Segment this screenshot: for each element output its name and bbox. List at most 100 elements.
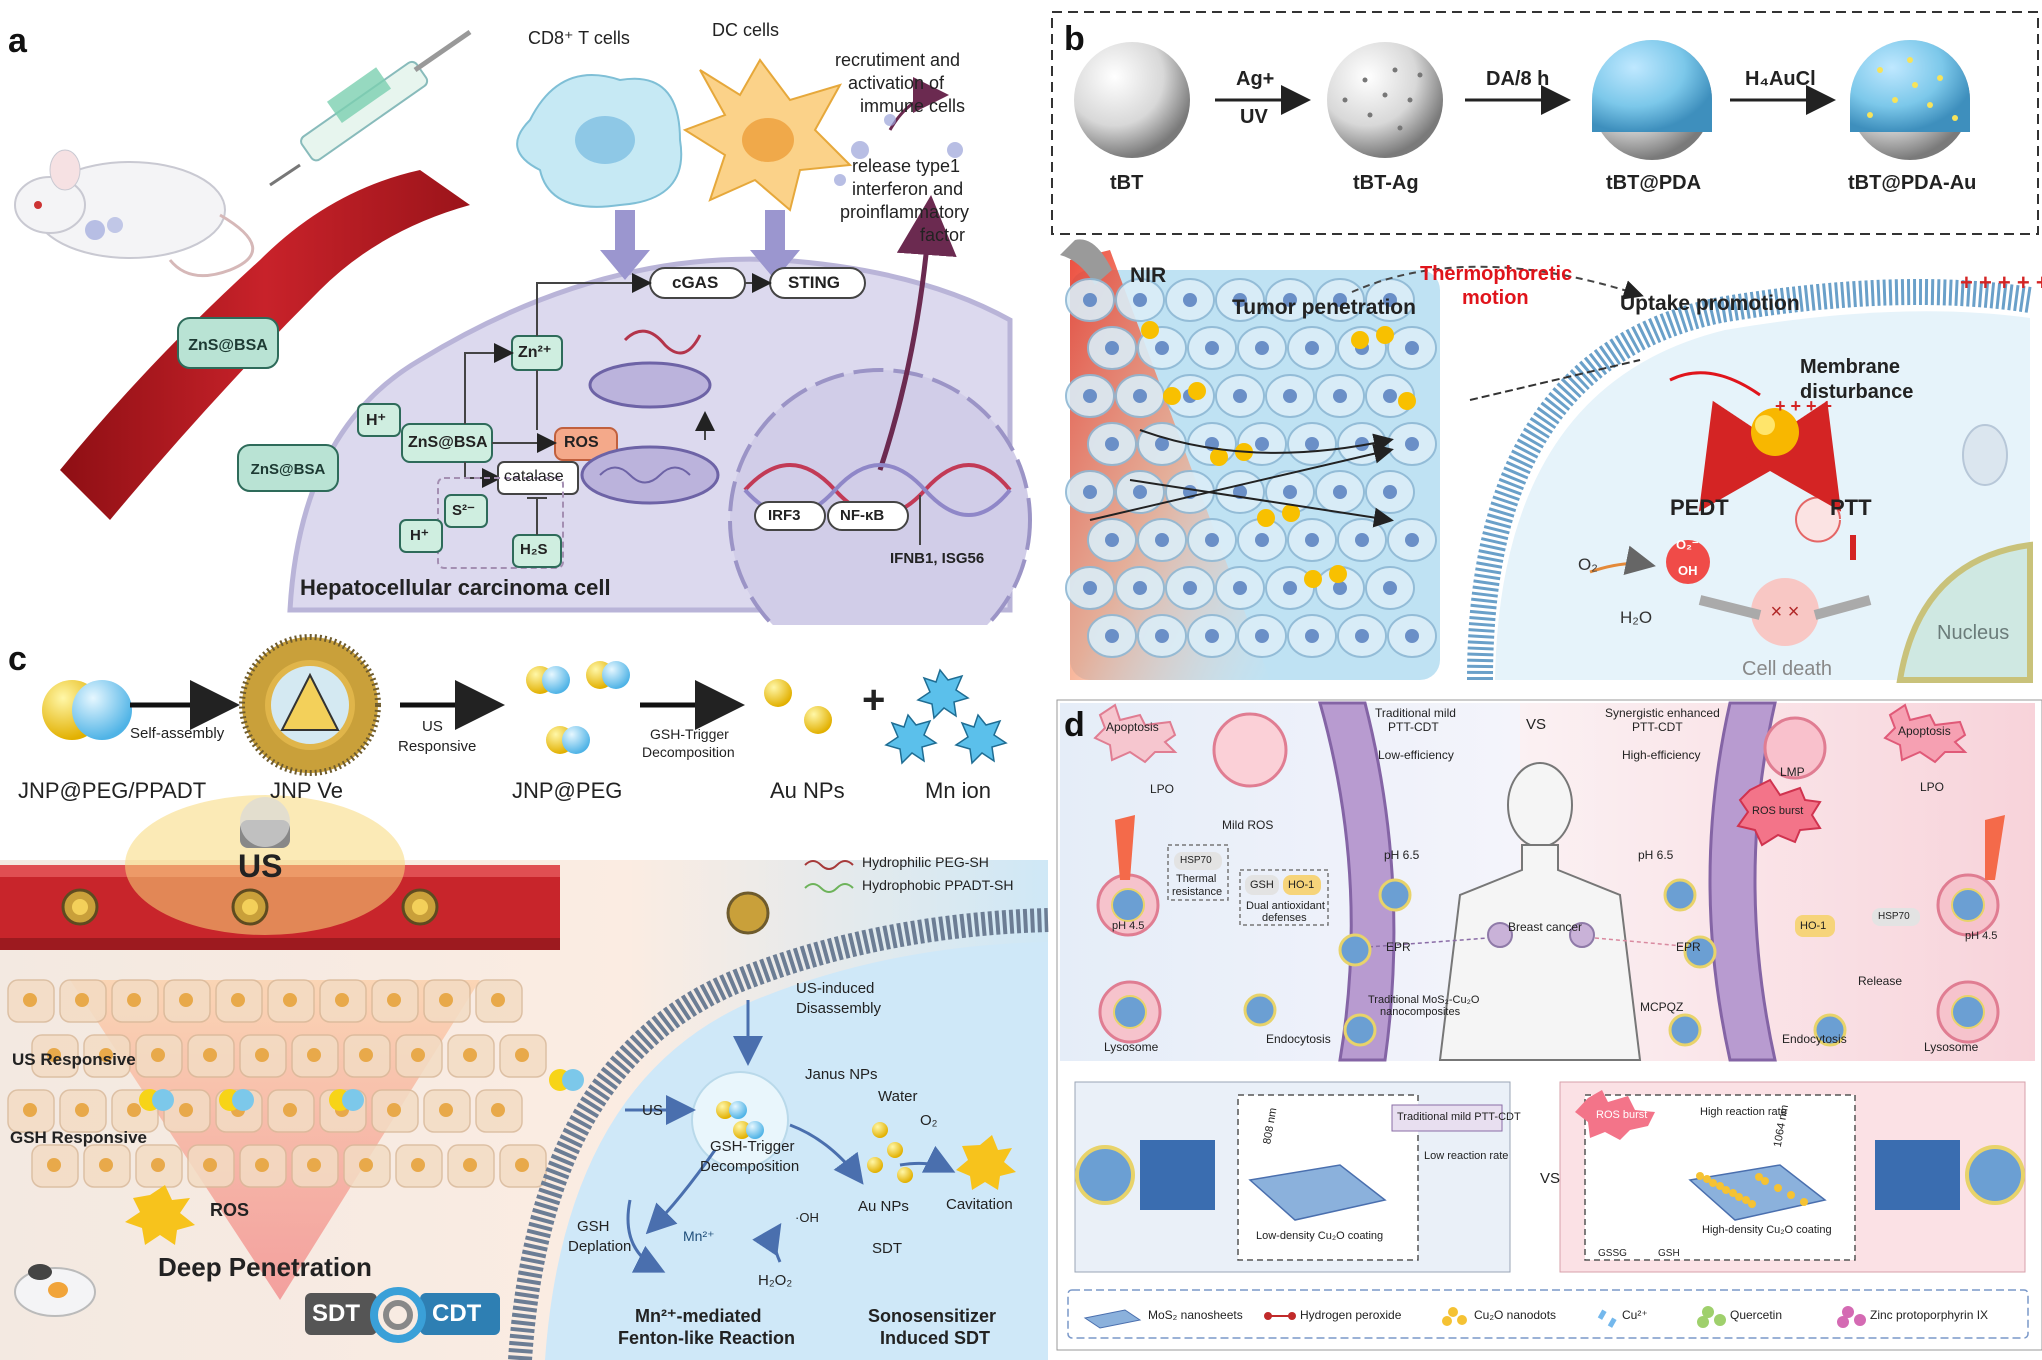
legend-cu-icon bbox=[1597, 1309, 1617, 1328]
mitochondrion bbox=[580, 445, 720, 505]
uptake-label: Uptake promotion bbox=[1620, 292, 1800, 315]
cell-death-label: Cell death bbox=[1742, 658, 1833, 680]
trad-label-box bbox=[1391, 1104, 1503, 1132]
tumor-cell-nucleus bbox=[1255, 533, 1269, 547]
ros-label-c: ROS bbox=[210, 1200, 250, 1220]
tumor-cell-nucleus bbox=[1283, 485, 1297, 499]
svg-text:× ×: × × bbox=[1771, 601, 1800, 623]
fenton-line-2: Fenton-like Reaction bbox=[618, 1328, 796, 1348]
vessel-jnp-core bbox=[242, 899, 258, 915]
tumor-cell-nucleus bbox=[1255, 437, 1269, 451]
tumor-cell-nucleus bbox=[1133, 581, 1147, 595]
vessel-jnp-core bbox=[412, 899, 428, 915]
cu2o-dot bbox=[1742, 1196, 1750, 1204]
legend-quercetin-icon bbox=[1697, 1306, 1726, 1328]
tumor-cell-nucleus bbox=[1083, 389, 1097, 403]
tumor-cell-nucleus bbox=[1255, 629, 1269, 643]
recruit-line-2: activation of bbox=[848, 73, 945, 93]
tumor-cell-nucleus bbox=[1105, 341, 1119, 355]
tumor-cell-nucleus bbox=[1333, 581, 1347, 595]
gsh-trigger-top-1: GSH-Trigger bbox=[650, 726, 729, 742]
jnp-peg-particles bbox=[526, 661, 630, 754]
tumor-cell-nucleus bbox=[1305, 341, 1319, 355]
d-low-rate: Low reaction rate bbox=[1424, 1150, 1509, 1162]
gsh-decomp-1: GSH-Trigger bbox=[710, 1138, 795, 1155]
tumor-cell-nucleus bbox=[1183, 581, 1197, 595]
o2-rad-label: O₂⁻ bbox=[1676, 537, 1699, 552]
tumor-cell-nucleus bbox=[1233, 293, 1247, 307]
cell-title-a: Hepatocellular carcinoma cell bbox=[300, 575, 611, 600]
d-mcpqz: MCPQZ bbox=[1640, 1000, 1684, 1014]
tissue-cell-nucleus bbox=[99, 1158, 113, 1172]
tumor-cell-nucleus bbox=[1183, 293, 1197, 307]
tissue-cell-nucleus bbox=[99, 1048, 113, 1062]
step1-top: Ag+ bbox=[1236, 68, 1275, 90]
us-label-inner: US bbox=[642, 1102, 663, 1119]
d-endocytosis-right: Endocytosis bbox=[1782, 1032, 1847, 1046]
tumor-cell-nucleus bbox=[1405, 533, 1419, 547]
tissue-cell-nucleus bbox=[23, 1103, 37, 1117]
nanoparticle-core bbox=[1951, 995, 1985, 1029]
d-epr-right: EPR bbox=[1676, 940, 1701, 954]
d-ho1-left: HO-1 bbox=[1288, 879, 1315, 891]
tumor-cell-nucleus bbox=[1083, 581, 1097, 595]
d-legend-cu2o: Cu₂O nanodots bbox=[1474, 1308, 1557, 1322]
nanoparticle-d bbox=[1663, 878, 1697, 912]
s2-label: S²⁻ bbox=[452, 502, 475, 519]
tumor-cell-nucleus bbox=[1083, 293, 1097, 307]
gsh-depletion-2: Deplation bbox=[568, 1238, 632, 1255]
tumor-cell-nucleus bbox=[1155, 341, 1169, 355]
tumor-cell-nucleus bbox=[1405, 341, 1419, 355]
tissue-cell-nucleus bbox=[515, 1158, 529, 1172]
water-label: Water bbox=[878, 1088, 918, 1105]
cell-interior-c bbox=[545, 942, 1048, 1360]
ros-label-a: ROS bbox=[564, 434, 599, 451]
zns-bsa-particle-membrane: ZnS@BSA bbox=[237, 444, 339, 492]
membrane-line-1: Membrane bbox=[1800, 356, 1901, 378]
thermal-resistance-box bbox=[1167, 844, 1229, 901]
tissue-cell-nucleus bbox=[47, 1048, 61, 1062]
h-plus-label-2: H⁺ bbox=[410, 527, 429, 544]
membrane-line-2: disturbance bbox=[1800, 381, 1914, 403]
tumor-cell-nucleus bbox=[1233, 389, 1247, 403]
arrow-to-cgas-1 bbox=[600, 210, 650, 280]
np-left-lower bbox=[1075, 1145, 1135, 1205]
tumor-cell-nucleus bbox=[1333, 485, 1347, 499]
legend-h2o2-icon bbox=[1264, 1312, 1296, 1320]
d-gsh: GSH bbox=[1250, 879, 1274, 891]
human-figure bbox=[1438, 762, 1642, 1061]
h-plus-box-2 bbox=[399, 519, 443, 553]
zn-label: Zn²⁺ bbox=[518, 344, 552, 361]
d-breast-cancer: Breast cancer bbox=[1508, 920, 1583, 934]
tumor-cell-nucleus bbox=[1405, 437, 1419, 451]
d-lysosome-right: Lysosome bbox=[1924, 1040, 1979, 1054]
d-dual-2: defenses bbox=[1262, 912, 1307, 924]
tissue-cell-nucleus bbox=[255, 1048, 269, 1062]
us-responsive-top-1: US bbox=[422, 718, 443, 735]
nanoparticle-d bbox=[1378, 878, 1412, 912]
cu2o-dot bbox=[1735, 1193, 1743, 1201]
panel-letter-b: b bbox=[1064, 20, 1085, 58]
dc-label: DC cells bbox=[712, 20, 780, 40]
cavitation-burst bbox=[956, 1135, 1016, 1190]
mn-label-c: Mn²⁺ bbox=[683, 1228, 715, 1244]
jnp-blue bbox=[342, 1089, 364, 1111]
cell-membrane-c bbox=[508, 908, 1049, 1360]
nanoparticle-d bbox=[1338, 933, 1372, 967]
tissue-cell-nucleus bbox=[23, 993, 37, 1007]
nanoparticle-d bbox=[1683, 935, 1717, 969]
cu2o-dot bbox=[1722, 1186, 1730, 1194]
us-focus-glow bbox=[125, 795, 405, 935]
d-thermal-2: resistance bbox=[1172, 886, 1223, 898]
tumor-cell-nucleus bbox=[1105, 533, 1119, 547]
jnp-peg-label: JNP@PEG bbox=[512, 778, 623, 803]
cu2o-dot bbox=[1696, 1172, 1704, 1180]
tumor-cell-nucleus bbox=[1205, 629, 1219, 643]
d-ros-burst-lower: ROS burst bbox=[1596, 1109, 1648, 1121]
cu2o-dot bbox=[1716, 1182, 1724, 1190]
lmp-circle bbox=[1763, 716, 1827, 780]
tumor-cell-nucleus bbox=[1083, 485, 1097, 499]
cu2o-dot bbox=[1755, 1173, 1763, 1181]
tissue-cell-nucleus bbox=[359, 1048, 373, 1062]
d-legend-box bbox=[1067, 1289, 2029, 1339]
